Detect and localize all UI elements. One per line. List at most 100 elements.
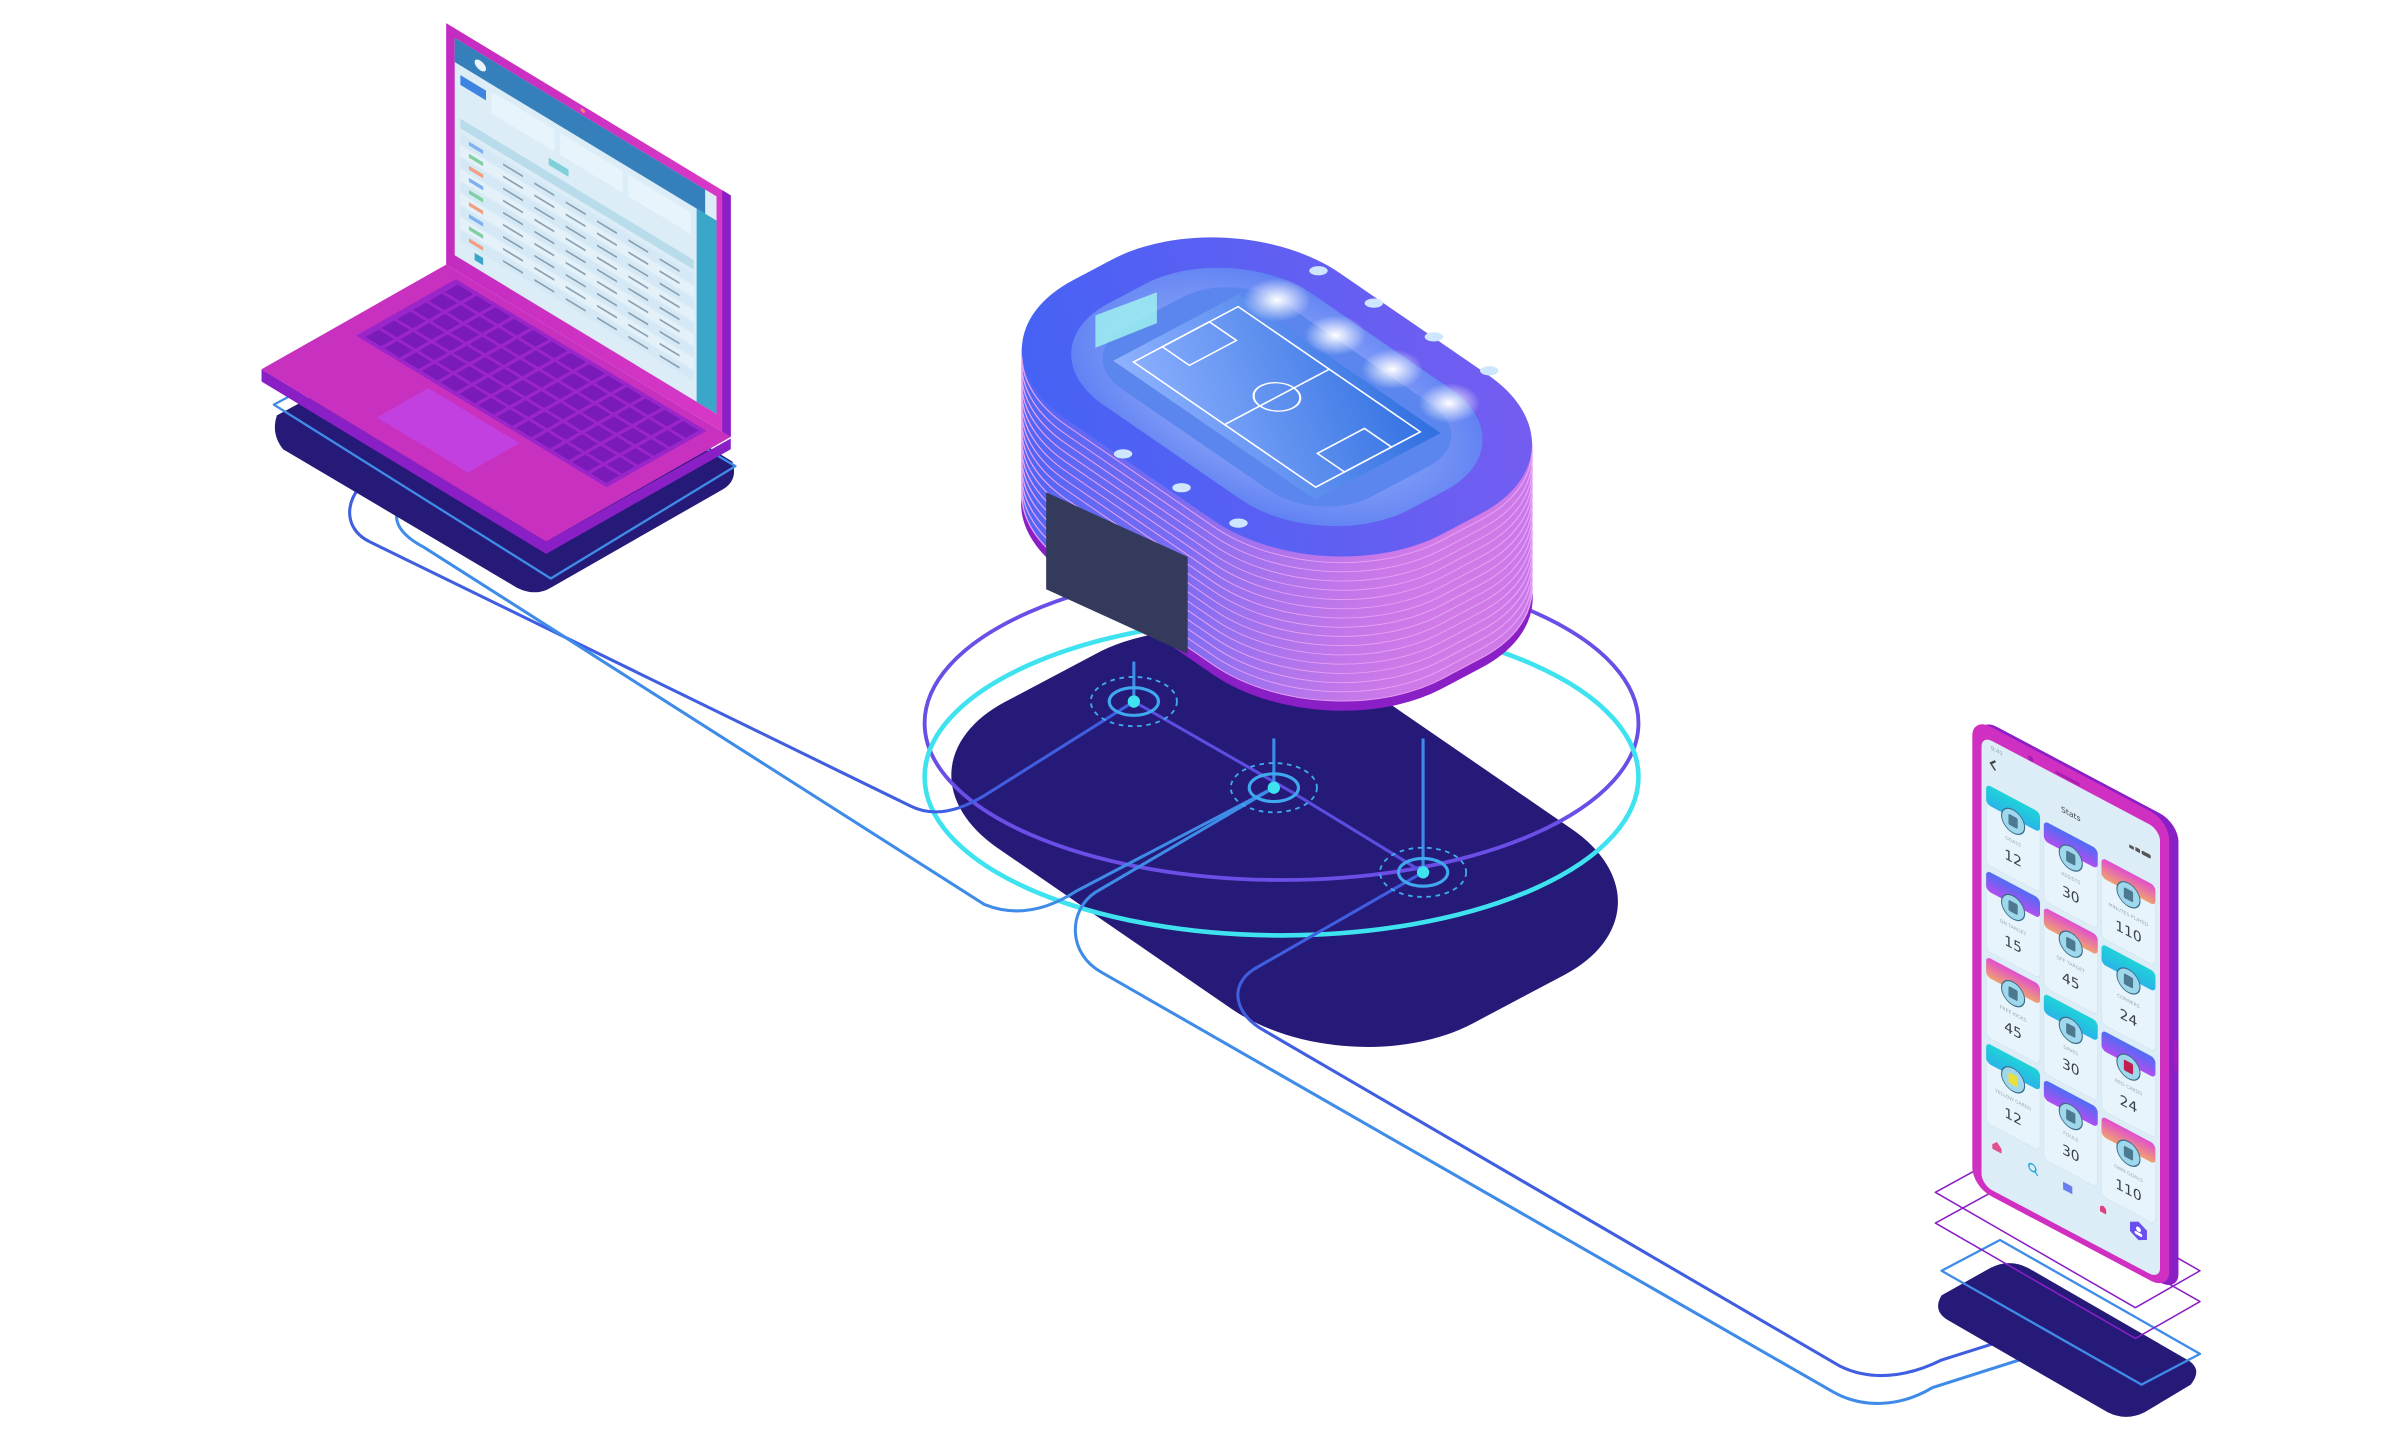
- table-row: [460, 157, 694, 310]
- status-pill: [468, 214, 484, 227]
- keyboard-key: [497, 409, 526, 426]
- keyboard-key: [534, 432, 563, 449]
- keyboard-key: [397, 311, 426, 329]
- stat-card-banner: [2101, 1117, 2156, 1163]
- laptop-camera: [580, 108, 586, 113]
- keyboard-key: [478, 397, 507, 415]
- keyboard-key: [365, 329, 394, 347]
- stat-card-banner: [1986, 871, 2040, 917]
- keyboard-key: [651, 409, 680, 427]
- node-2: [1229, 762, 1318, 814]
- bell-icon[interactable]: [2100, 1204, 2107, 1215]
- dashboard-filter-button: [548, 157, 569, 177]
- own-goal-icon: [2116, 1139, 2141, 1167]
- grid-icon[interactable]: [2063, 1181, 2073, 1195]
- keyboard-key: [569, 434, 598, 452]
- keyboard-key: [576, 364, 605, 381]
- keyboard-key: [403, 352, 432, 370]
- stadium: [1021, 237, 1533, 711]
- keyboard-key: [450, 325, 480, 343]
- keyboard-key: [463, 296, 493, 313]
- keyboard-key: [431, 314, 461, 331]
- stat-card-banner: [2043, 994, 2098, 1040]
- wire-stadium-phone-2: [1236, 870, 2001, 1377]
- keyboard-key: [525, 370, 555, 388]
- keyboard-key: [544, 382, 573, 399]
- stat-card-banner: [2043, 1081, 2098, 1126]
- keyboard-key: [416, 323, 445, 340]
- keyboard-key: [635, 418, 664, 436]
- stat-card-banner: [2043, 908, 2098, 954]
- keyboard-key: [606, 457, 636, 474]
- keyboard-key: [429, 293, 458, 311]
- status-pill: [468, 202, 484, 215]
- status-icons: [2129, 844, 2151, 859]
- keyboard-key: [528, 391, 558, 408]
- keyboard-key: [563, 393, 592, 411]
- node-3: [1379, 846, 1468, 898]
- keyboard-key: [501, 318, 530, 336]
- keyboard-key: [560, 373, 589, 390]
- search-icon[interactable]: [2028, 1162, 2039, 1177]
- home-icon[interactable]: [1992, 1140, 2002, 1154]
- keyboard-key: [613, 387, 643, 404]
- keyboard-key: [512, 400, 542, 417]
- phone-camera: [2028, 755, 2034, 762]
- stopwatch-icon: [2116, 881, 2141, 909]
- keyboard-key: [384, 341, 413, 358]
- dashboard-summary-card-2: [560, 133, 623, 193]
- wire-laptop-stadium-1: [348, 472, 1135, 814]
- keyboard-key: [566, 414, 595, 431]
- laptop-deck-side: [261, 369, 731, 554]
- stadium-scoreboard: [1095, 292, 1157, 348]
- profile-icon[interactable]: [2130, 1217, 2147, 1244]
- keyboard-key: [541, 361, 571, 379]
- keyboard-key: [601, 416, 630, 434]
- keyboard-key: [557, 352, 586, 370]
- keyboard-key: [437, 354, 467, 372]
- phone-button[interactable]: [2173, 1039, 2179, 1073]
- keyboard-key: [475, 377, 504, 395]
- keyboard-key: [590, 466, 620, 483]
- dashboard-summary-card-3: [628, 174, 691, 235]
- keyboard-key: [595, 375, 624, 393]
- phone-platform: [1934, 1156, 2202, 1417]
- table-row: [460, 193, 694, 346]
- laptop-screen: [454, 37, 717, 414]
- status-pill: [468, 141, 484, 155]
- stadium-video-screen: [1046, 492, 1188, 654]
- table-row: [460, 133, 694, 286]
- keyboard-key: [522, 350, 552, 368]
- network-nodes: [1089, 676, 1468, 898]
- keyboard-key: [654, 430, 683, 447]
- stadium-floodlights: [1113, 266, 1499, 528]
- keyboard-key: [622, 448, 652, 465]
- keyboard-key: [469, 336, 498, 354]
- keyboard-key: [494, 388, 523, 406]
- table-row: [460, 181, 694, 334]
- keyboard-key: [472, 357, 501, 374]
- pagination-active: [474, 252, 484, 266]
- table-row: [460, 169, 694, 322]
- table-row: [460, 145, 694, 298]
- back-chevron-icon[interactable]: [1989, 759, 1997, 771]
- yellow-card-icon: [2001, 1066, 2026, 1094]
- keyboard-key: [413, 302, 442, 320]
- red-card-icon: [2116, 1053, 2141, 1081]
- keyboard-key: [638, 439, 667, 456]
- keyboard-key: [510, 379, 539, 397]
